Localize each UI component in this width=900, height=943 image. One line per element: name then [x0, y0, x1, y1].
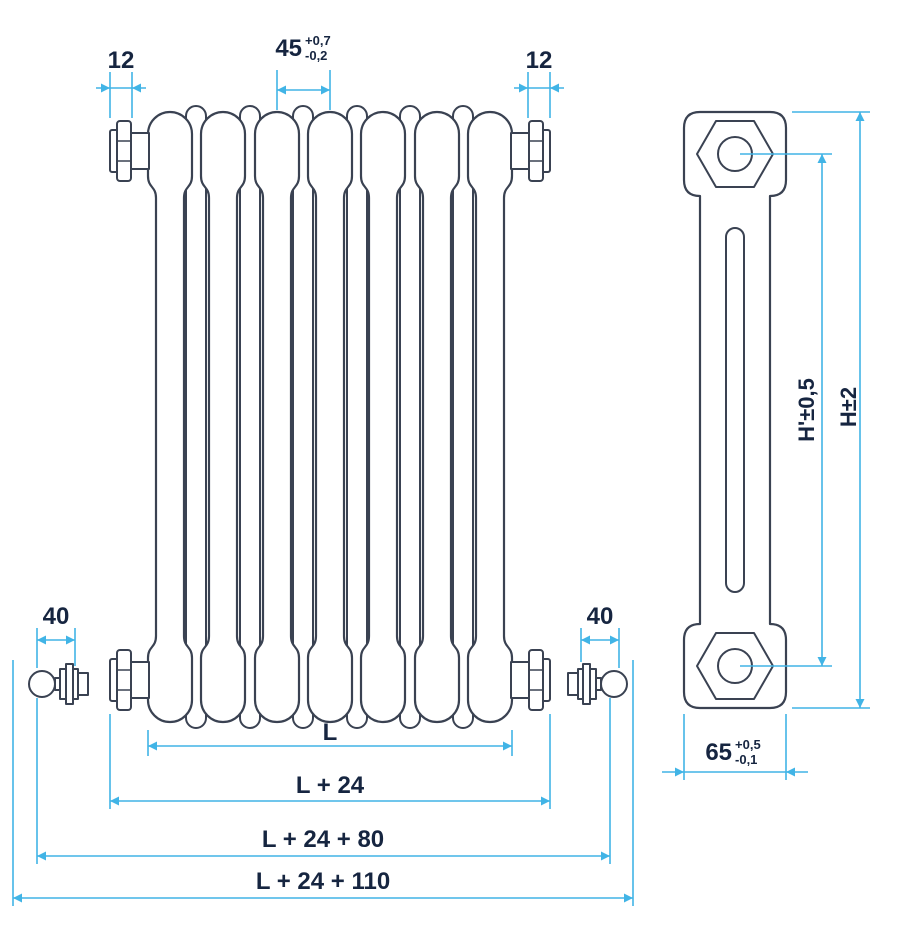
connection-stub-top-right	[510, 120, 551, 182]
dim-valve-right-label: 40	[587, 605, 614, 629]
dim-length-value: L	[322, 719, 338, 746]
dim-pitch-tol-minus: -0,2	[305, 48, 328, 63]
dim-depth-label: 65 +0,5 -0,1	[705, 737, 761, 768]
dim-valve-left-label: 40	[43, 605, 70, 629]
dimension-lines	[12, 70, 870, 906]
dim-length	[147, 730, 513, 756]
connection-stub-bottom-left	[109, 649, 150, 711]
dim-depth-value: 65	[705, 739, 733, 766]
valve-knob	[28, 670, 56, 698]
valve-left	[28, 663, 89, 705]
connection-stub-top-left	[109, 120, 150, 182]
dim-stub-left-value: 12	[107, 47, 135, 74]
dim-length-24	[109, 714, 551, 809]
dim-overall-height	[792, 111, 870, 709]
rear-tubes	[185, 105, 474, 729]
dim-depth	[662, 714, 808, 780]
dim-valve-left	[36, 628, 76, 668]
dim-overall-height-value: H±2	[836, 386, 861, 428]
side-view	[682, 110, 788, 710]
dim-length-24-80	[36, 698, 611, 864]
dim-axis-height-label: H'±0,5	[794, 378, 819, 442]
dim-valve-left-value: 40	[42, 603, 70, 630]
dim-length-24-label: L + 24	[296, 774, 364, 798]
dim-pitch-label: 45 +0,7 -0,2	[275, 33, 331, 64]
dim-depth-tol-minus: -0,1	[735, 752, 758, 767]
radiator-section	[253, 110, 301, 724]
radiator-section	[306, 110, 354, 724]
dim-length-24-110-value: L + 24 + 110	[255, 868, 391, 895]
dim-length-24-110-label: L + 24 + 110	[256, 870, 390, 894]
dim-depth-tol-plus: +0,5	[735, 737, 761, 753]
dim-stub-left	[96, 72, 146, 118]
dim-length-24-value: L + 24	[295, 772, 365, 799]
dim-pitch	[276, 70, 331, 110]
dim-valve-right-value: 40	[586, 603, 614, 630]
radiator-section	[359, 110, 407, 724]
dim-pitch-value: 45	[275, 35, 303, 62]
valve-right	[567, 663, 628, 705]
dim-axis-height-value: H'±0,5	[794, 378, 819, 442]
radiator-section	[413, 110, 461, 724]
dim-valve-right	[580, 628, 620, 668]
dim-depth-tolerance: +0,5 -0,1	[735, 737, 761, 768]
dim-stub-left-label: 12	[108, 49, 135, 73]
column-groove	[725, 227, 745, 593]
dim-length-24-80-label: L + 24 + 80	[262, 828, 384, 852]
dim-stub-right-value: 12	[525, 47, 553, 74]
dim-stub-right-label: 12	[526, 49, 553, 73]
valve-knob	[600, 670, 628, 698]
dim-length-24-80-value: L + 24 + 80	[261, 826, 385, 853]
dim-length-label: L	[323, 721, 338, 745]
dim-axis-height	[740, 153, 832, 667]
dim-overall-height-label: H±2	[836, 386, 861, 428]
front-view	[28, 105, 628, 729]
connection-stub-bottom-right	[510, 649, 551, 711]
dim-length-24-110	[12, 660, 634, 906]
radiator-section	[199, 110, 247, 724]
front-sections	[146, 110, 514, 724]
dim-pitch-tolerance: +0,7 -0,2	[305, 33, 331, 64]
dim-stub-right	[514, 72, 564, 118]
radiator-section	[466, 110, 514, 724]
dim-pitch-tol-plus: +0,7	[305, 33, 331, 49]
radiator-section	[146, 110, 194, 724]
